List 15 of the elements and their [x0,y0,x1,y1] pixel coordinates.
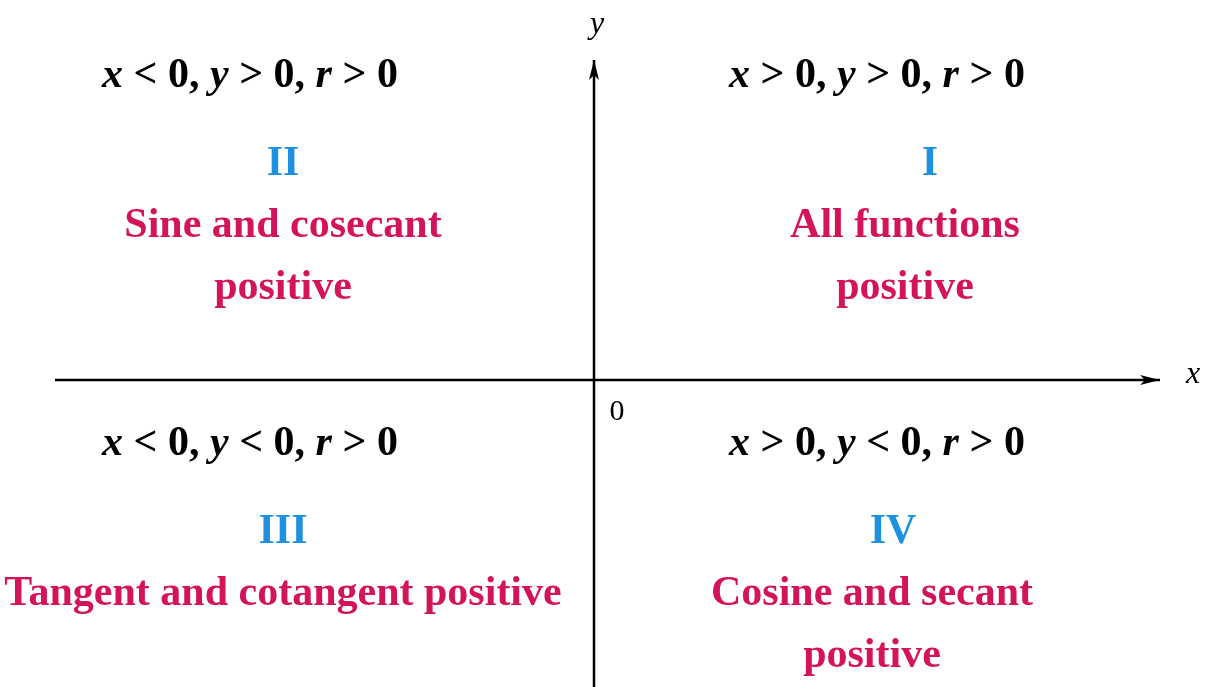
quadrant-description: Cosine and secant positive [710,568,1033,676]
sign-condition: x < 0, y < 0, r > 0 [102,418,398,464]
quadrant-numeral: III [258,506,308,552]
quadrant-description: Tangent and cotangent positive [4,568,562,614]
sign-condition: x > 0, y < 0, r > 0 [729,418,1025,464]
sign-condition: x > 0, y > 0, r > 0 [729,50,1025,96]
quadrant-numeral: IV [869,506,917,552]
axis-label: x [1185,354,1201,390]
axis-label: y [589,4,605,40]
quadrant-numeral: I [921,138,939,184]
quadrant-description: Sine and cosecant positive [124,200,442,308]
origin-label: 0 [609,393,625,426]
sign-condition: x < 0, y > 0, r > 0 [102,50,398,96]
quadrant-description: All functions positive [790,200,1020,308]
quadrant-numeral: II [266,138,300,184]
